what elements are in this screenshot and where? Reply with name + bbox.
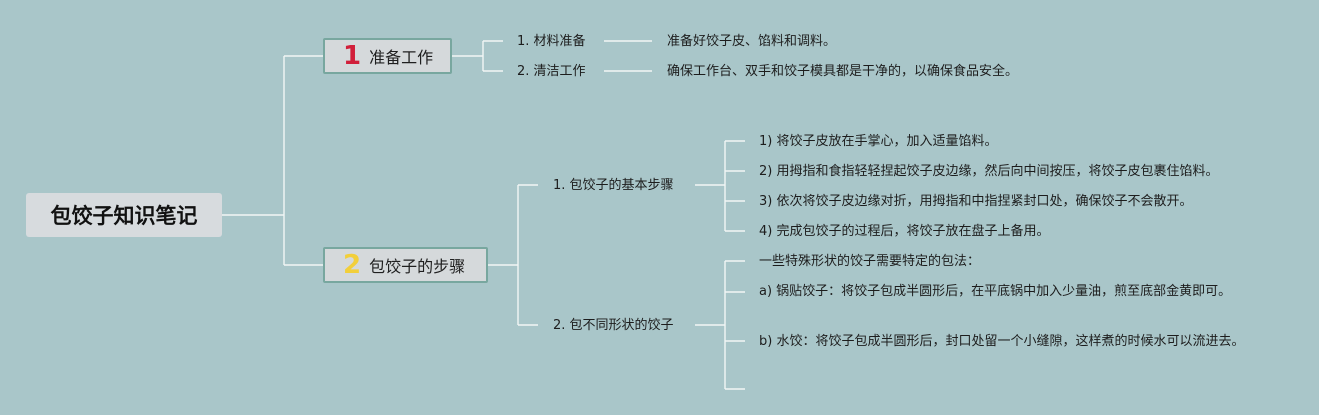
main-node-2-title: 包饺子的步骤 bbox=[369, 257, 466, 276]
b2-sub2-label[interactable]: 2. 包不同形状的饺子 bbox=[553, 318, 674, 333]
b1-item2-detail[interactable]: 确保工作台、双手和饺子模具都是干净的，以确保食品安全。 bbox=[667, 64, 1019, 79]
b1-item2-label[interactable]: 2. 清洁工作 bbox=[517, 64, 586, 79]
b2-sub2-intro[interactable]: 一些特殊形状的饺子需要特定的包法： bbox=[759, 254, 981, 269]
b2-sub1-step3[interactable]: 3) 依次将饺子皮边缘对折，用拇指和中指捏紧封口处，确保饺子不会散开。 bbox=[759, 194, 1193, 209]
main-node-1[interactable]: 1 准备工作 bbox=[323, 38, 452, 74]
main-node-2[interactable]: 2 包饺子的步骤 bbox=[323, 247, 488, 283]
b1-item1-detail[interactable]: 准备好饺子皮、馅料和调料。 bbox=[667, 34, 837, 49]
connector-branch1 bbox=[451, 40, 503, 72]
connector-b2-sub2 bbox=[695, 260, 745, 390]
b2-sub2-guotie[interactable]: a) 锅贴饺子：将饺子包成半圆形后，在平底锅中加入少量油，煎至底部金黄即可。 bbox=[759, 284, 1232, 299]
connector-root-main bbox=[222, 55, 323, 266]
root-title: 包饺子知识笔记 bbox=[50, 204, 198, 228]
number-badge-1: 1 bbox=[343, 41, 362, 71]
b2-sub1-step2[interactable]: 2) 用拇指和食指轻轻捏起饺子皮边缘，然后向中间按压，将饺子皮包裹住馅料。 bbox=[759, 164, 1219, 179]
number-badge-2: 2 bbox=[343, 250, 362, 280]
connector-b2-sub1 bbox=[695, 140, 745, 232]
main-node-1-title: 准备工作 bbox=[369, 48, 434, 67]
root-node[interactable]: 包饺子知识笔记 bbox=[26, 193, 222, 237]
connector-branch2 bbox=[487, 184, 538, 326]
b2-sub1-label[interactable]: 1. 包饺子的基本步骤 bbox=[553, 178, 674, 193]
b2-sub1-step1[interactable]: 1) 将饺子皮放在手掌心，加入适量馅料。 bbox=[759, 134, 998, 149]
b1-item1-label[interactable]: 1. 材料准备 bbox=[517, 34, 586, 49]
b2-sub2-shuijiao[interactable]: b) 水饺：将饺子包成半圆形后，封口处留一个小缝隙，这样煮的时候水可以流进去。 bbox=[759, 334, 1245, 349]
b2-sub1-step4[interactable]: 4) 完成包饺子的过程后，将饺子放在盘子上备用。 bbox=[759, 224, 1050, 239]
